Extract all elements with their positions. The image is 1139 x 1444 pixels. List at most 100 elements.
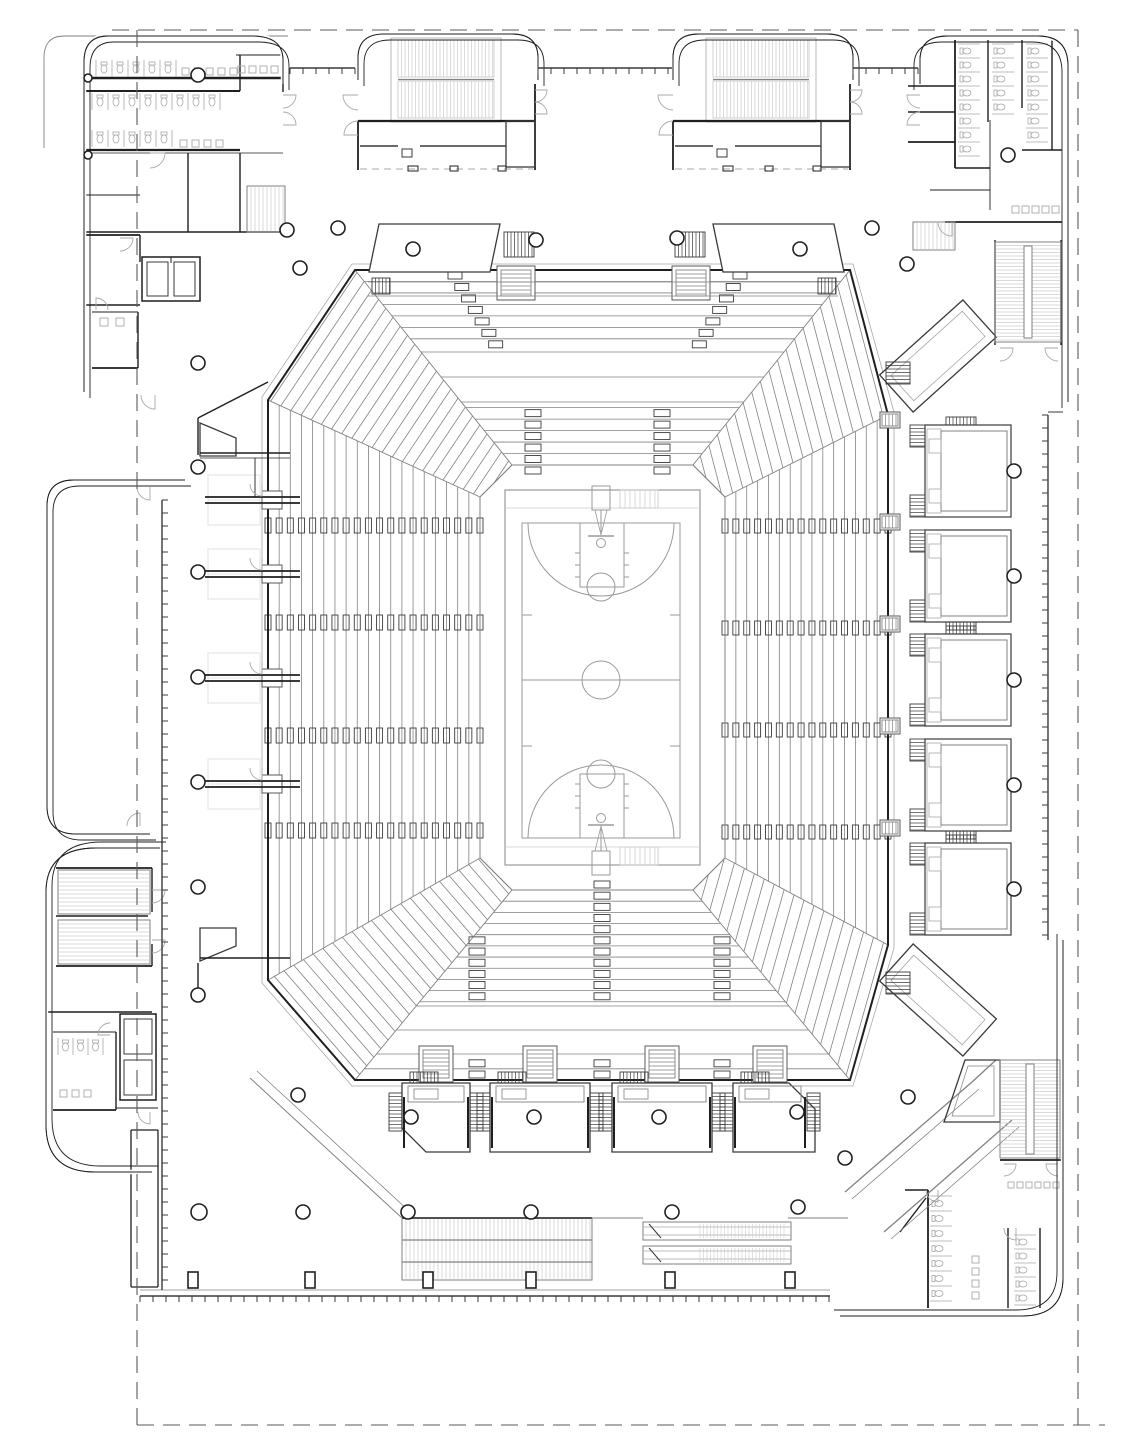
- column: [292, 260, 308, 276]
- column: [405, 241, 421, 257]
- concourse-columns: [83, 67, 1022, 1221]
- vomitory-platforms: [199, 223, 998, 1057]
- door-swings: [95, 94, 1059, 1241]
- column: [526, 1109, 542, 1125]
- column: [864, 220, 880, 236]
- column: [1006, 568, 1022, 584]
- suite-box: [909, 529, 1012, 631]
- se-vestibule-room-inner: [951, 1065, 995, 1117]
- escalator: [642, 1245, 792, 1265]
- column: [1006, 777, 1022, 793]
- facade-posts: [187, 1271, 796, 1289]
- column: [290, 1087, 306, 1103]
- column: [900, 1089, 916, 1105]
- column: [837, 1150, 853, 1166]
- vomitory-box: [719, 1071, 821, 1153]
- column: [790, 1199, 806, 1215]
- curtain-wall: [289, 67, 356, 74]
- vomitory-box: [476, 1071, 604, 1153]
- top-left-outer-wall: [43, 35, 288, 148]
- stall-row: [57, 1038, 104, 1055]
- top-right-corner-wall-outer: [919, 35, 1069, 402]
- column: [83, 73, 93, 83]
- step-comb: [817, 277, 837, 295]
- stall-row: [95, 60, 177, 77]
- curtain-wall: [852, 67, 919, 74]
- northwest-ramp: [199, 422, 237, 457]
- column: [1000, 147, 1016, 163]
- column: [190, 987, 206, 1003]
- column: [190, 774, 206, 790]
- column: [403, 1109, 419, 1125]
- curtain-wall: [537, 67, 672, 74]
- stair-flight: [246, 185, 286, 233]
- column: [190, 459, 206, 475]
- stair-flight: [57, 919, 151, 965]
- column: [83, 150, 93, 160]
- stair-flight: [912, 221, 956, 251]
- column: [1006, 672, 1022, 688]
- stall-row: [1026, 43, 1048, 143]
- perimeter-walls-inner: [51, 39, 1063, 1311]
- curtain-wall: [1042, 414, 1049, 940]
- curtain-walls: [139, 67, 1049, 1302]
- column: [528, 232, 544, 248]
- bottom-left-corner-wall-outer: [45, 847, 160, 1173]
- stall-row: [958, 43, 980, 157]
- stall-row: [992, 43, 1014, 115]
- column: [523, 1204, 539, 1220]
- stall-row: [1014, 1234, 1036, 1306]
- column: [190, 67, 206, 83]
- curtain-wall: [161, 499, 168, 1290]
- column: [789, 1104, 805, 1120]
- north-vomitory-ramp-right: [674, 223, 845, 273]
- north-vomitory-ramp-left: [368, 223, 535, 273]
- west-seating-bank: [264, 400, 484, 980]
- west-vomitory-ghosts: [207, 474, 261, 810]
- vomitory-box: [388, 1071, 484, 1153]
- fixture-row: [99, 317, 125, 327]
- column: [669, 230, 685, 246]
- column: [190, 879, 206, 895]
- northeast-platform: [878, 299, 998, 413]
- seating-bowl: [207, 263, 901, 1087]
- southwest-ramp: [199, 927, 237, 962]
- column: [664, 1204, 680, 1220]
- restroom-fixtures: [57, 43, 1060, 1306]
- perimeter-walls: [43, 31, 1071, 1319]
- step-comb: [371, 277, 391, 295]
- column: [1006, 881, 1022, 897]
- column: [1006, 463, 1022, 479]
- fixture-row: [179, 139, 224, 148]
- southeast-platform: [878, 943, 998, 1057]
- top-left-corner-wall-outer: [83, 35, 284, 392]
- column: [400, 1204, 416, 1220]
- column: [190, 564, 206, 580]
- north-stair-pavilion-right-wall-outer: [672, 33, 854, 80]
- curtain-wall: [139, 1295, 830, 1302]
- west-gallery-wall-outer: [46, 479, 185, 835]
- fixture-row: [1011, 205, 1060, 214]
- stall-row: [91, 93, 221, 110]
- fixture-row: [237, 65, 279, 74]
- elevator-bank: [141, 256, 201, 302]
- column: [295, 1204, 311, 1220]
- stair-flight: [994, 241, 1062, 343]
- column: [899, 256, 915, 272]
- column: [190, 355, 206, 371]
- fixture-row: [971, 1255, 980, 1300]
- stairs: [57, 185, 1062, 1281]
- column: [792, 241, 808, 257]
- concourse-edges: [140, 281, 1020, 1291]
- escalator: [642, 1221, 792, 1241]
- property-line: [112, 29, 1105, 1426]
- court-apron-edge: [479, 464, 726, 891]
- north-stair-pavilion-left-wall-outer: [357, 33, 539, 80]
- north-stair-pavilion: [342, 37, 548, 172]
- column: [330, 220, 346, 236]
- stair-flight: [999, 1059, 1061, 1159]
- corner-seating-bank: [268, 858, 512, 1080]
- stair-flight: [57, 869, 151, 915]
